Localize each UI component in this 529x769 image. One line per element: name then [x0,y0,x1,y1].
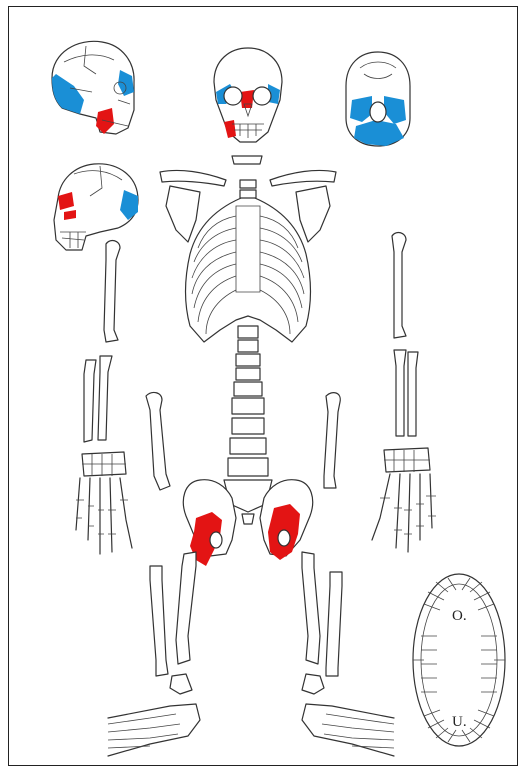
right-hand [372,448,436,552]
right-humerus [392,233,406,338]
skull-frontal [214,48,282,142]
skull-basal [346,52,410,146]
left-humerus [104,241,120,342]
ribcage [186,196,311,342]
dental-chart: O. U. [413,574,505,746]
skull-left-lateral [52,41,134,134]
right-forearm [394,350,418,436]
lower-jaw-label: U. [452,714,467,730]
upper-jaw-label: O. [452,608,467,624]
legs-center [150,552,342,694]
left-forearm [84,356,112,442]
left-hand [76,452,132,554]
feet [108,704,394,756]
skull-right-lateral [54,164,138,250]
